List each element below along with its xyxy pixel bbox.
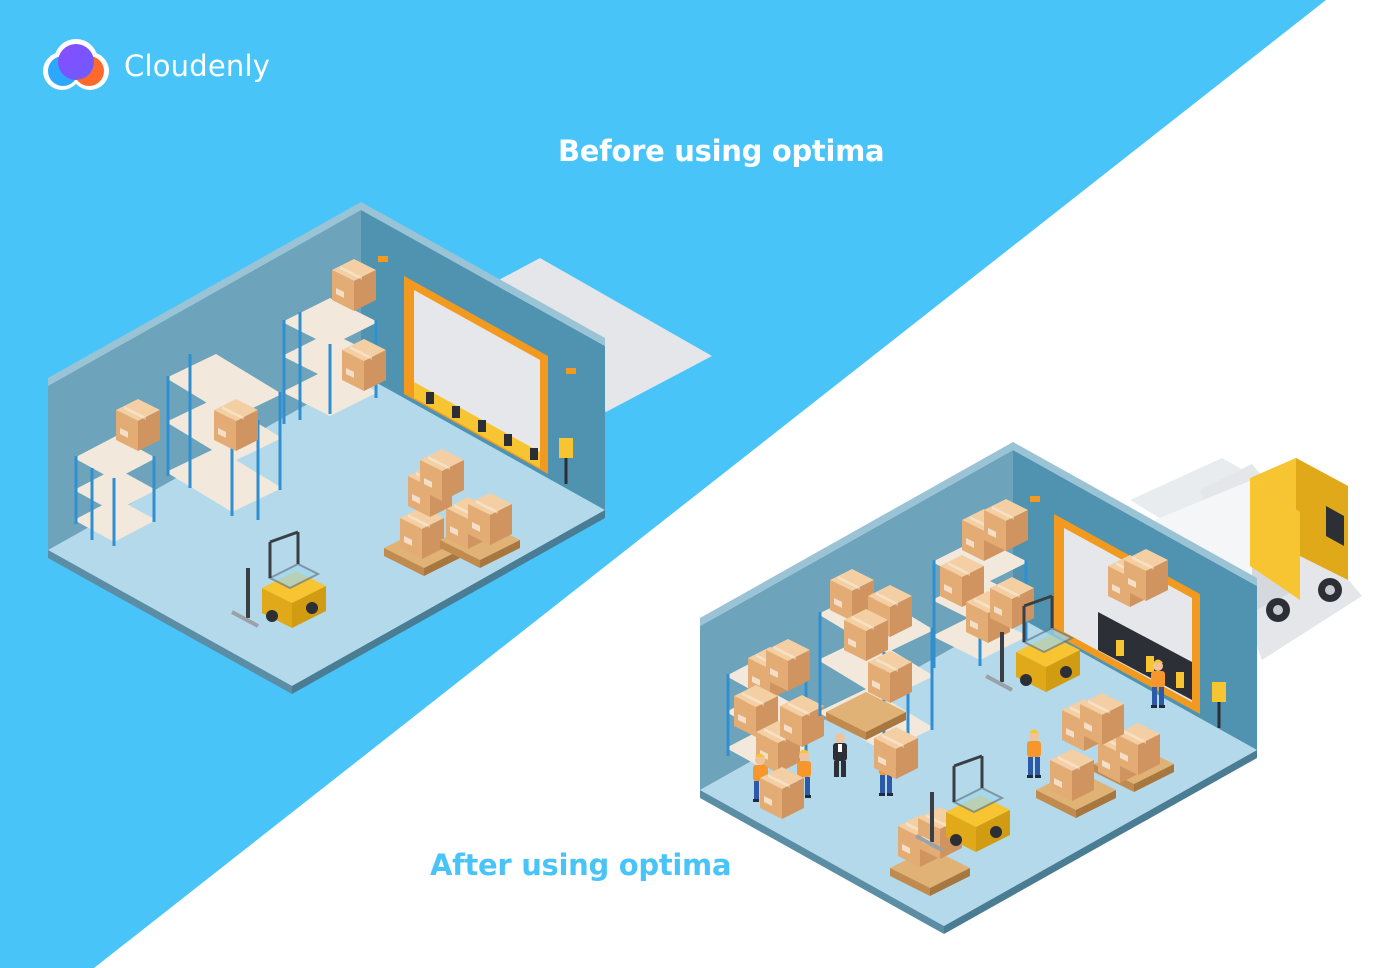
warehouse-after-illustration xyxy=(700,442,1362,934)
warehouse-before-illustration xyxy=(48,202,712,694)
after-heading: After using optima xyxy=(430,848,732,882)
brand-name: Cloudenly xyxy=(124,49,271,83)
brand-logo: Cloudenly xyxy=(38,36,270,96)
before-heading: Before using optima xyxy=(558,134,885,168)
cloud-logo-icon xyxy=(43,39,109,90)
